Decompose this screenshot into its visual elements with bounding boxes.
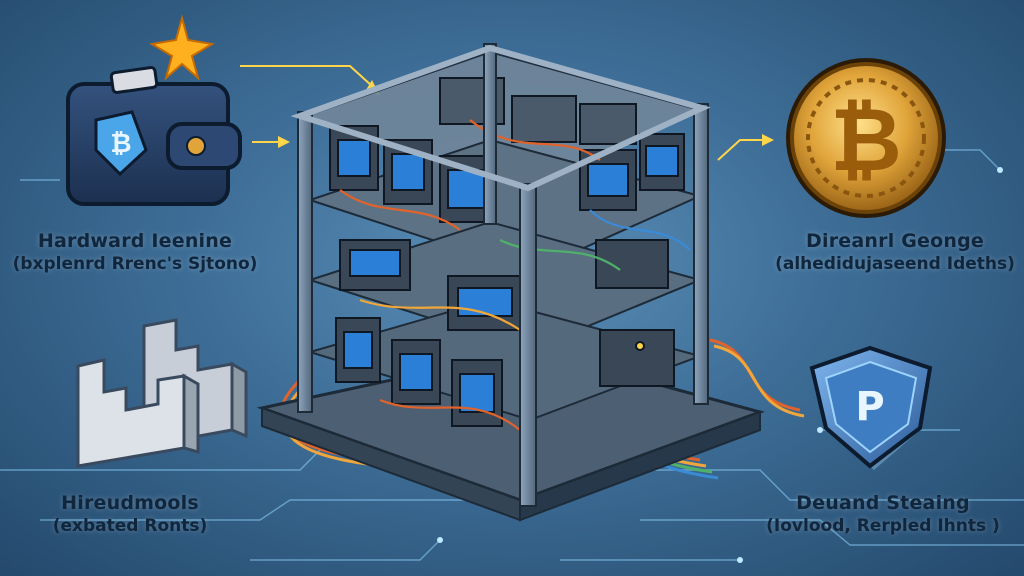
label-subtitle: (exbated Ronts) — [52, 515, 208, 536]
arrow-top-flow — [240, 65, 373, 87]
label-title: Deuand Steaing — [796, 492, 970, 514]
star-icon — [149, 14, 215, 81]
wallet-icon: ₿ — [66, 66, 242, 206]
connector-arrows — [240, 65, 762, 161]
bitcoin-coin-icon: ₿ — [786, 58, 946, 218]
fence-icon — [76, 318, 248, 468]
mining-rig-icon — [256, 43, 765, 522]
wallet-badge-icon — [94, 110, 148, 177]
arrow-rig-to-coin — [717, 139, 762, 161]
label-digital-storage: Direanrl Geonge (alhedidujaseend Ideths) — [770, 230, 1020, 275]
shield-icon: P — [809, 345, 933, 470]
rig-frame-top — [290, 44, 711, 192]
label-title: Hireudmools — [61, 492, 199, 514]
label-hardware-wallet: Hardward Ieenine (bxplenrd Rrenc's Sjton… — [10, 230, 260, 275]
label-title: Hardward Ieenine — [37, 230, 233, 252]
label-subtitle: (alhedidujaseend Ideths) — [775, 253, 1015, 274]
gpu-units — [329, 77, 685, 427]
label-title: Direanrl Geonge — [806, 230, 984, 252]
label-firewall: Hireudmools (exbated Ronts) — [20, 492, 240, 537]
svg-text:₿: ₿ — [110, 129, 131, 159]
svg-text:₿: ₿ — [830, 88, 902, 191]
svg-text:P: P — [855, 384, 884, 430]
rig-frame — [297, 43, 709, 507]
label-subtitle: (bxplenrd Rrenc's Sjtono) — [12, 253, 258, 274]
label-secure-staking: Deuand Steaing (Iovlood, Rerpled Ihnts ) — [748, 492, 1018, 537]
label-subtitle: (Iovlood, Rerpled Ihnts ) — [766, 515, 1000, 536]
